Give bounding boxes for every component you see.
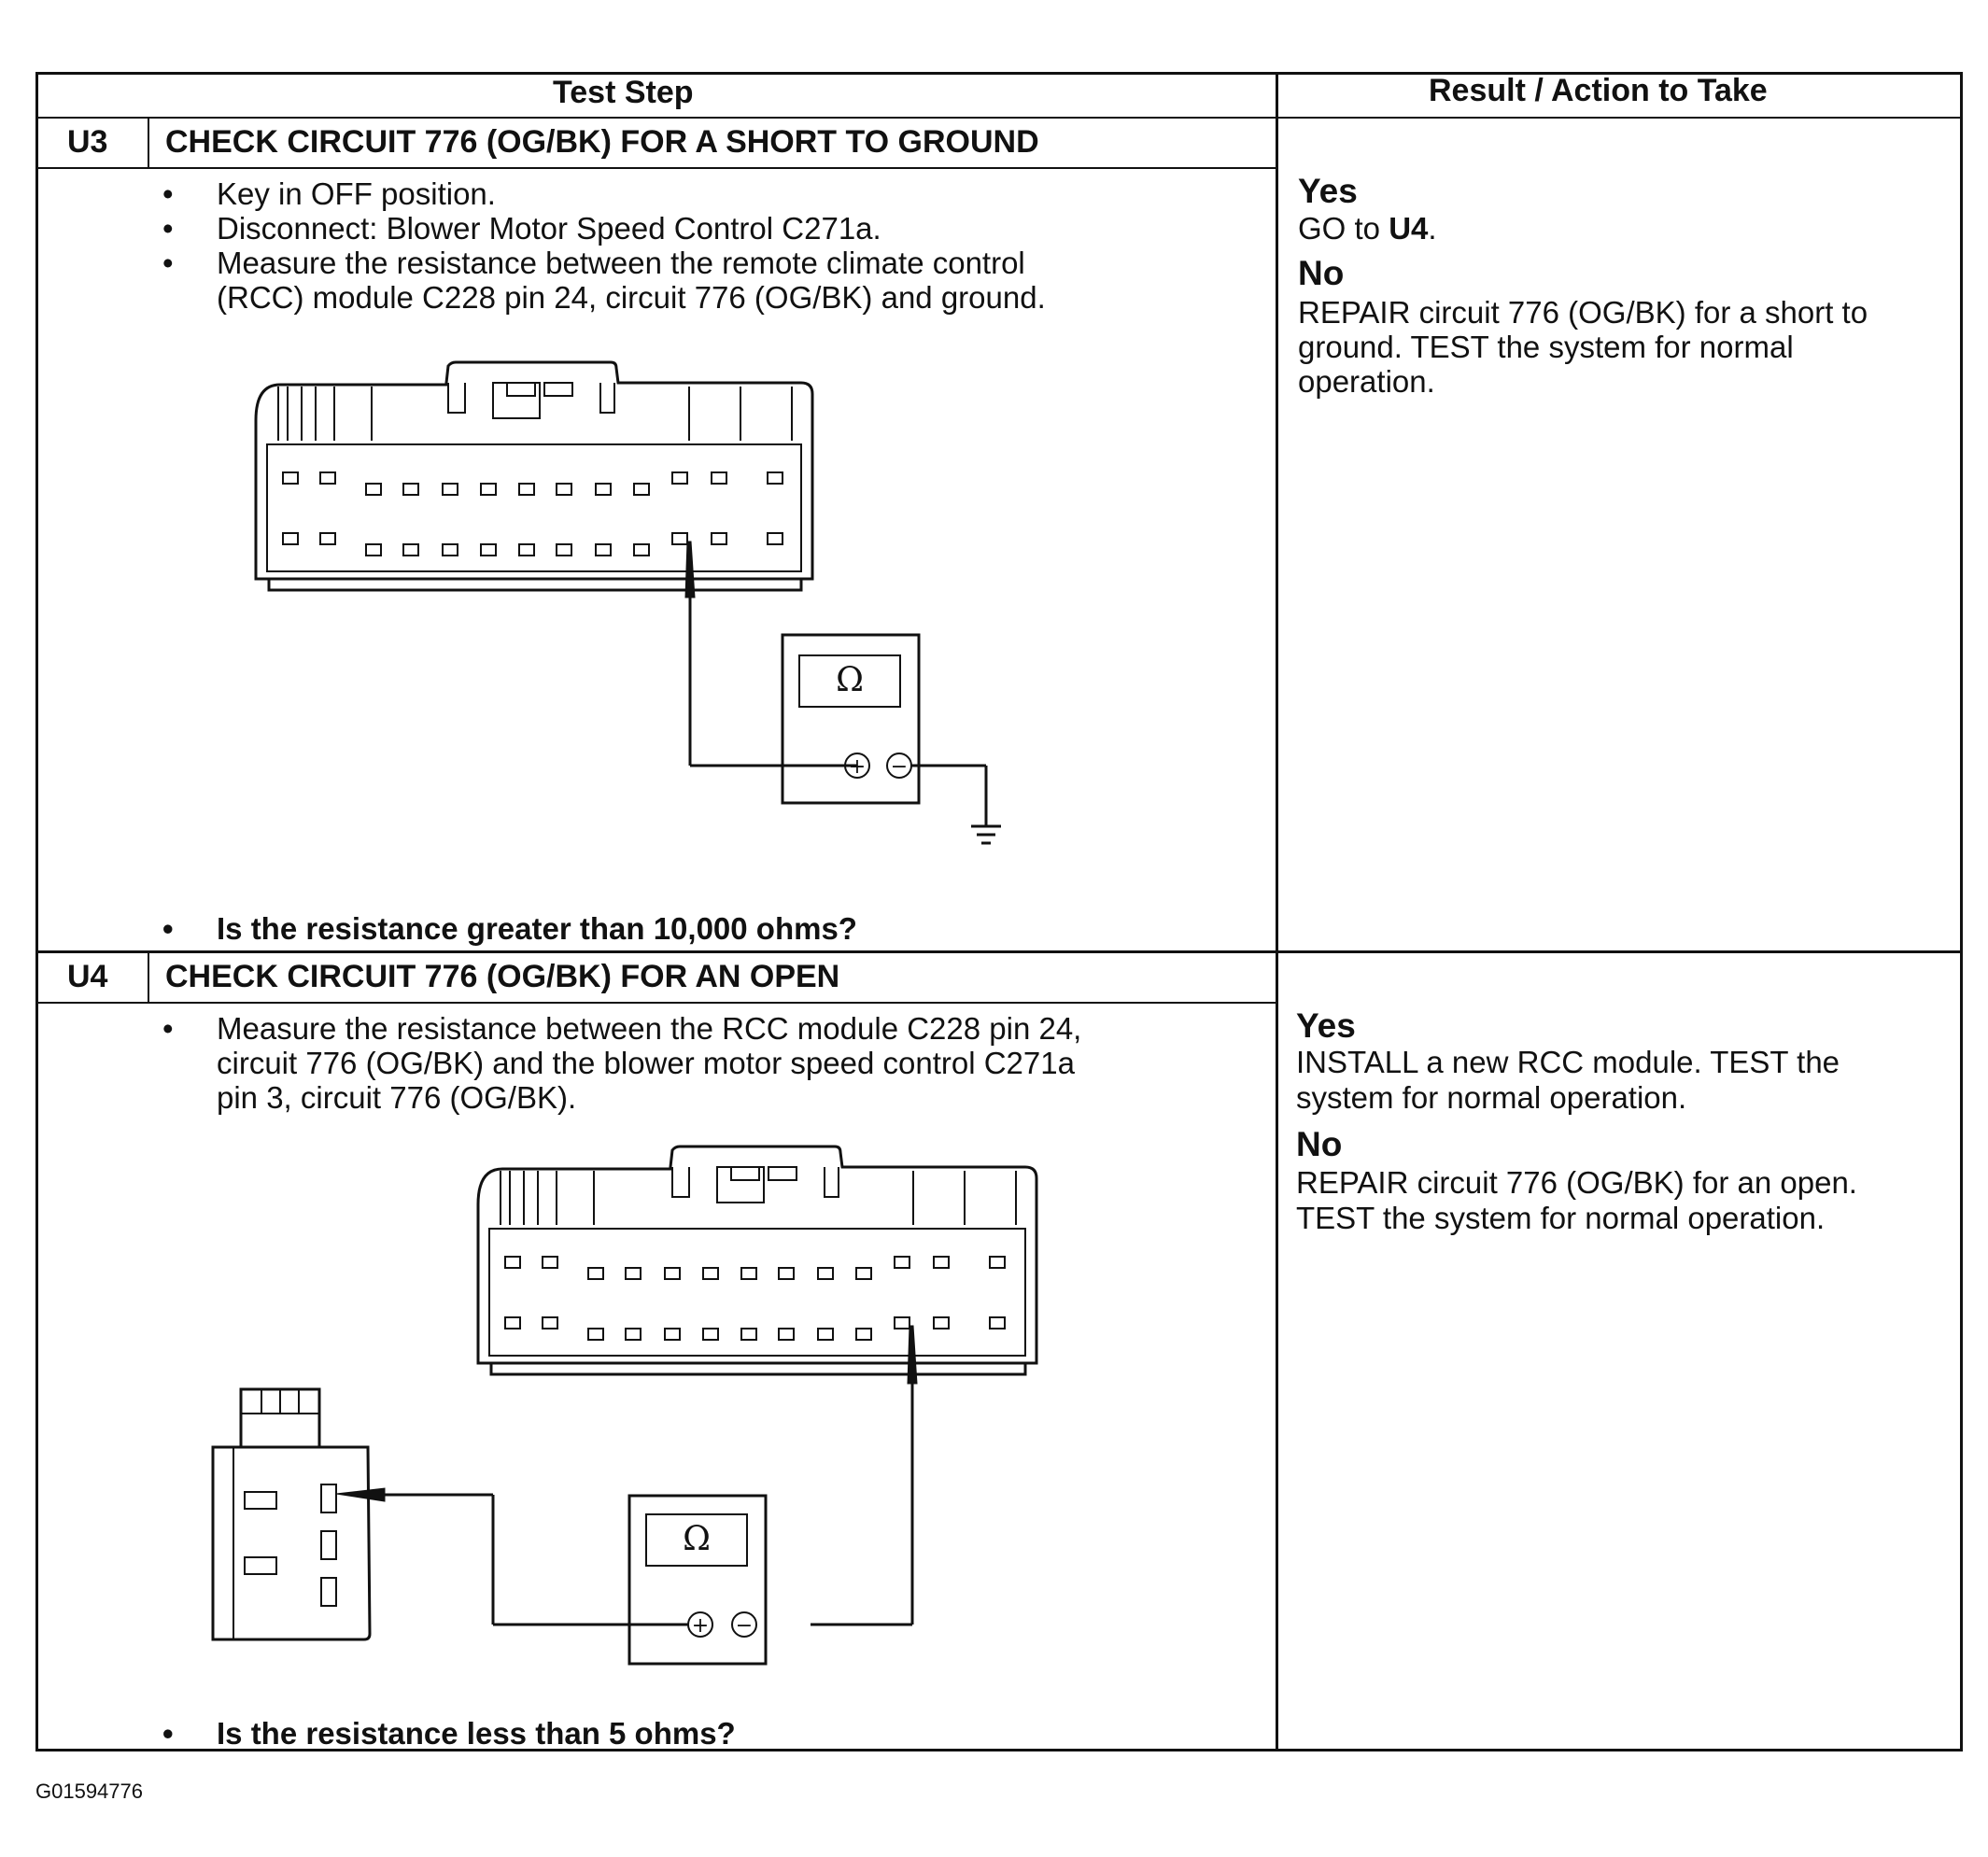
instruction-continuation: pin 3, circuit 776 (OG/BK). [217,1080,577,1115]
probe [684,541,857,767]
no-label: No [1298,254,1345,292]
step-question: •Is the resistance less than 5 ohms? [162,1716,736,1751]
step-id: U3 [67,124,108,160]
step-title: CHECK CIRCUIT 776 (OG/BK) FOR AN OPEN [165,959,840,994]
meter-plus: + [692,1614,709,1638]
yes-action: GO to U4. [1298,211,1437,246]
test-step-table [35,72,1963,1751]
probe [811,1325,918,1626]
no-action-line: REPAIR circuit 776 (OG/BK) for a short t… [1298,295,1868,330]
step-title: CHECK CIRCUIT 776 (OG/BK) FOR A SHORT TO… [165,124,1039,160]
ohmmeter [627,1494,768,1666]
meter-plus: + [849,755,866,779]
u3-connector-diagram: Ω + − [254,360,1001,845]
rcc-connector-c228 [476,1145,1038,1376]
u4-title-rule [35,1002,1277,1004]
ohmmeter [781,633,988,826]
meter-minus: − [891,755,908,779]
u3-title-rule [35,167,1277,169]
meter-minus: − [736,1614,753,1638]
ohm-symbol: Ω [683,1520,711,1558]
rcc-connector-c228 [254,360,814,592]
no-action-line: operation. [1298,364,1435,399]
instruction-bullet: •Key in OFF position. [162,176,496,211]
step-separator [35,950,1963,953]
step-id: U4 [67,959,108,994]
step-question: •Is the resistance greater than 10,000 o… [162,911,857,946]
blower-connector-c271a [211,1387,372,1641]
instruction-bullet: •Disconnect: Blower Motor Speed Control … [162,211,881,246]
instruction-bullet: •Measure the resistance between the remo… [162,246,1025,280]
no-action-line: REPAIR circuit 776 (OG/BK) for an open. [1296,1165,1857,1200]
header-result: Result / Action to Take [1429,73,1768,108]
ohm-symbol: Ω [836,661,864,699]
ground-symbol [971,824,1001,845]
u4-connector-diagram: Ω + − [211,1145,1038,1666]
connector-pins [504,1256,1006,1341]
figure-code: G01594776 [35,1780,143,1803]
yes-action-line: system for normal operation. [1296,1080,1687,1115]
column-divider [1276,72,1278,1751]
header-test-step: Test Step [553,75,694,110]
header-rule [35,117,1963,119]
no-action-line: TEST the system for normal operation. [1296,1201,1826,1235]
probe [335,1487,688,1626]
u4-id-divider [148,951,149,1003]
instruction-continuation: circuit 776 (OG/BK) and the blower motor… [217,1046,1075,1080]
step-link[interactable]: U4 [1389,211,1429,246]
instruction-continuation: (RCC) module C228 pin 24, circuit 776 (O… [217,280,1046,315]
instruction-bullet: •Measure the resistance between the RCC … [162,1011,1082,1046]
no-label: No [1296,1125,1343,1163]
yes-label: Yes [1298,172,1358,210]
yes-label: Yes [1296,1006,1356,1045]
connector-pins [282,471,783,556]
yes-action-line: INSTALL a new RCC module. TEST the [1296,1045,1840,1079]
u3-id-divider [148,117,149,168]
no-action-line: ground. TEST the system for normal [1298,330,1794,364]
